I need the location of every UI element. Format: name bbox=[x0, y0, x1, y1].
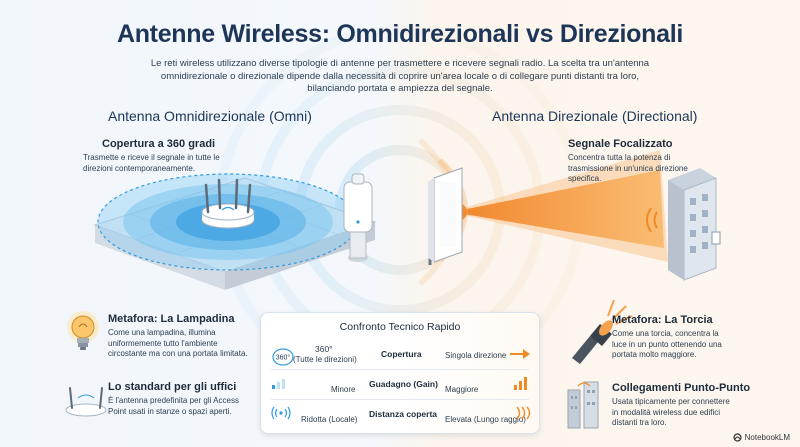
omni-coverage-sub: (Tutte le direzioni) bbox=[293, 355, 357, 364]
lightbulb-metaphor-desc: Come una lampadina, illumina uniformemen… bbox=[108, 328, 248, 358]
omni-distance-value: Ridotta (Locale) bbox=[301, 415, 358, 424]
brand-name: NotebookLM bbox=[744, 433, 790, 442]
directional-heading: Antenna Direzionale (Directional) bbox=[492, 108, 698, 124]
dir-distance-value: Elevata (Lungo raggio) bbox=[445, 415, 526, 424]
omni-antenna-icon bbox=[343, 173, 373, 262]
dir-gain-value: Maggiore bbox=[445, 385, 479, 394]
omni-gain-value: Minore bbox=[331, 385, 356, 394]
point-to-point-desc: Usata tipicamente per connettere in moda… bbox=[612, 397, 730, 427]
brand-logo-icon bbox=[733, 433, 742, 442]
directional-antenna-icon bbox=[428, 167, 463, 265]
high-signal-bars-icon bbox=[513, 375, 531, 396]
comparison-title: Confronto Tecnico Rapido bbox=[339, 321, 461, 333]
point-to-point-title: Collegamenti Punto-Punto bbox=[612, 382, 751, 394]
office-standard-desc: È l'antenna predefinita per gli Access P… bbox=[108, 396, 239, 416]
access-point-icon bbox=[65, 387, 107, 417]
intro-text: Le reti wireless utilizzano diverse tipo… bbox=[150, 58, 650, 94]
office-standard-title: Lo standard per gli uffici bbox=[108, 381, 237, 393]
flashlight-metaphor-desc: Come una torcia, concentra la luce in un… bbox=[612, 329, 722, 359]
omni-access-point-icon bbox=[201, 178, 255, 229]
360-degree-icon: 360° bbox=[271, 347, 295, 372]
row-divider bbox=[271, 399, 529, 400]
dir-coverage-value: Singola direzione bbox=[445, 351, 507, 360]
point-to-point-buildings-icon bbox=[567, 381, 599, 429]
arrow-right-icon bbox=[509, 347, 531, 365]
360-icon-label: 360° bbox=[276, 354, 291, 362]
gain-label: Guadagno (Gain) bbox=[369, 379, 438, 389]
coverage-label: Copertura bbox=[381, 349, 422, 359]
long-range-signal-icon bbox=[513, 405, 533, 426]
short-range-signal-icon bbox=[271, 406, 291, 425]
coverage-desc: Trasmette e riceve il segnale in tutte l… bbox=[83, 153, 220, 173]
distance-label: Distanza coperta bbox=[369, 409, 438, 419]
lightbulb-metaphor-title: Metafora: La Lampadina bbox=[108, 313, 235, 325]
comparison-table: Confronto Tecnico Rapido 360° 360° (Tutt… bbox=[260, 312, 540, 434]
row-divider bbox=[271, 369, 529, 370]
page-title: Antenne Wireless: Omnidirezionali vs Dir… bbox=[116, 20, 684, 48]
flashlight-metaphor-title: Metafora: La Torcia bbox=[612, 314, 713, 326]
signal-title: Segnale Focalizzato bbox=[568, 138, 673, 150]
omni-coverage-value: 360° bbox=[315, 344, 333, 354]
lightbulb-icon bbox=[67, 311, 99, 350]
brand-watermark: NotebookLM bbox=[733, 433, 790, 442]
coverage-title: Copertura a 360 gradi bbox=[102, 138, 216, 150]
omni-heading: Antenna Omnidirezionale (Omni) bbox=[108, 108, 312, 124]
building-icon bbox=[646, 168, 721, 281]
low-signal-bars-icon bbox=[271, 376, 289, 395]
flashlight-icon bbox=[572, 299, 633, 364]
signal-desc: Concentra tutta la potenza di trasmissio… bbox=[568, 153, 688, 183]
